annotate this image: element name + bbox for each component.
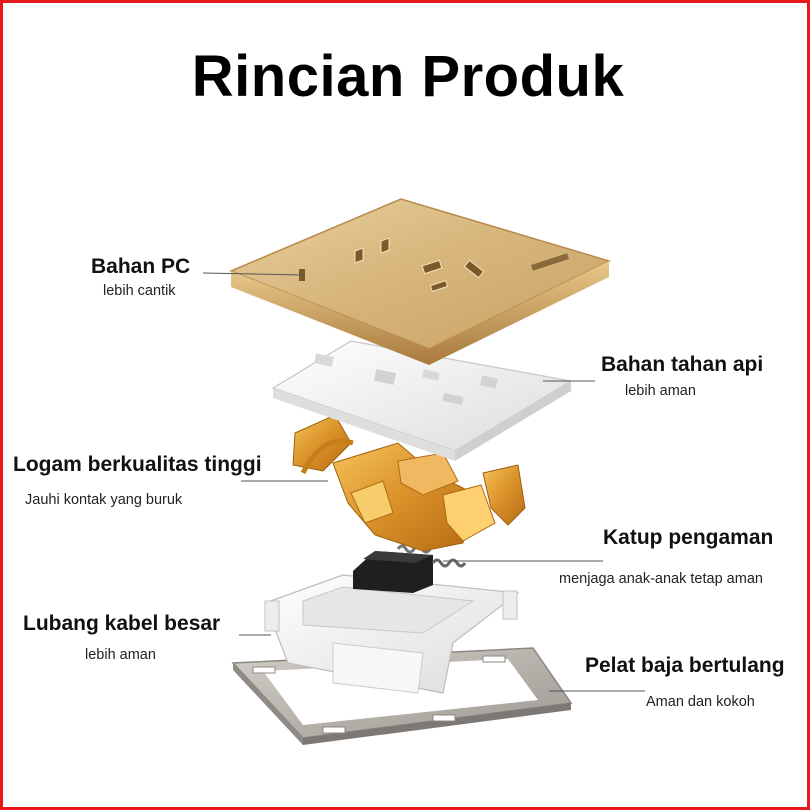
- desc-katup-pengaman: menjaga anak-anak tetap aman: [559, 571, 763, 587]
- label-bahan-pc: Bahan PC: [91, 255, 191, 278]
- safety-shutter: [353, 544, 467, 593]
- gold-front-panel: [229, 198, 612, 365]
- brass-contacts: [292, 414, 526, 552]
- steel-plate: [231, 647, 573, 745]
- label-pelat-baja: Pelat baja bertulang: [585, 654, 785, 677]
- desc-pelat-baja: Aman dan kokoh: [646, 694, 755, 710]
- leader-lines: [202, 272, 645, 692]
- flame-retardant-frame: [271, 340, 573, 461]
- label-bahan-tahan-api: Bahan tahan api: [601, 353, 764, 376]
- socket-exploded-view: [202, 198, 645, 745]
- page-title: Rincian Produk: [191, 44, 625, 109]
- label-logam-berkualitas: Logam berkualitas tinggi: [13, 453, 262, 476]
- desc-logam-berkualitas: Jauhi kontak yang buruk: [25, 492, 183, 508]
- label-lubang-kabel: Lubang kabel besar: [23, 612, 221, 635]
- label-katup-pengaman: Katup pengaman: [603, 526, 774, 549]
- desc-bahan-tahan-api: lebih aman: [625, 383, 696, 399]
- base-housing: [264, 574, 520, 694]
- desc-lubang-kabel: lebih aman: [85, 647, 156, 663]
- leader-line-bahan-pc: [202, 272, 304, 276]
- desc-bahan-pc: lebih cantik: [103, 283, 176, 299]
